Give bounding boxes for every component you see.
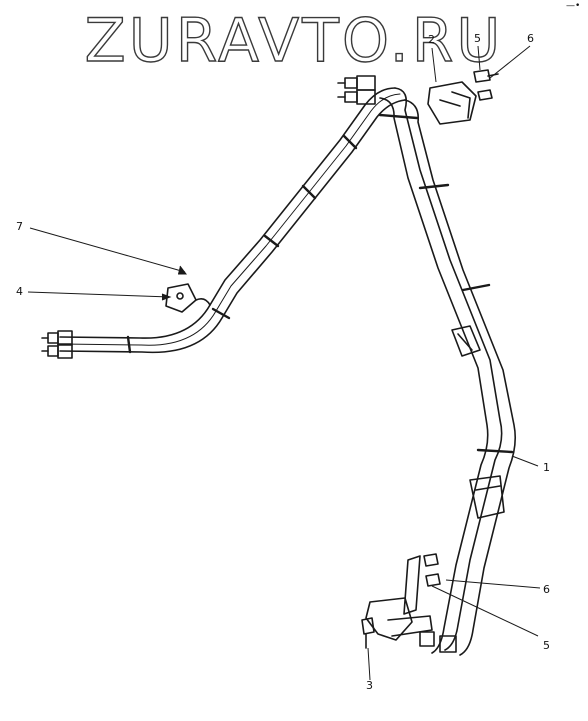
callout-1: 1 (543, 461, 550, 474)
clamp-bracket-4 (165, 283, 211, 313)
top-fittings (337, 75, 376, 105)
bracket-plate-2 (427, 81, 477, 125)
callout-5-bottom: 5 (543, 639, 550, 652)
callout-6-bottom: 6 (543, 583, 550, 596)
left-hose-bands (126, 134, 358, 354)
lower-bracket-assembly (361, 555, 457, 653)
leader-1 (511, 455, 539, 467)
leader-4 (27, 291, 171, 298)
watermark-logo: ZURAVTO.RU (84, 5, 504, 76)
callout-4: 4 (16, 285, 23, 298)
right-hose-pair (379, 87, 516, 656)
right-hose-bands (378, 113, 514, 454)
bolt-nut-bottom (423, 553, 441, 587)
leader-7 (29, 227, 186, 273)
corner-mark: —• (566, 1, 581, 11)
leader-5-top (477, 45, 481, 71)
left-end-fittings (41, 330, 73, 359)
callout-7: 7 (16, 220, 23, 233)
callout-2: 2 (428, 33, 435, 46)
leader-6-top (489, 45, 531, 79)
leader-6-bottom (445, 579, 541, 589)
leader-lines (27, 45, 541, 681)
callout-3: 3 (366, 679, 373, 692)
callout-6-top: 6 (527, 32, 534, 45)
lower-clamp (469, 475, 505, 519)
left-hose-pair (59, 87, 406, 354)
leader-3 (367, 647, 371, 681)
leader-2 (431, 47, 437, 83)
callout-5-top: 5 (474, 32, 481, 45)
leader-5-bottom (431, 585, 539, 637)
mid-clamp (451, 325, 481, 357)
